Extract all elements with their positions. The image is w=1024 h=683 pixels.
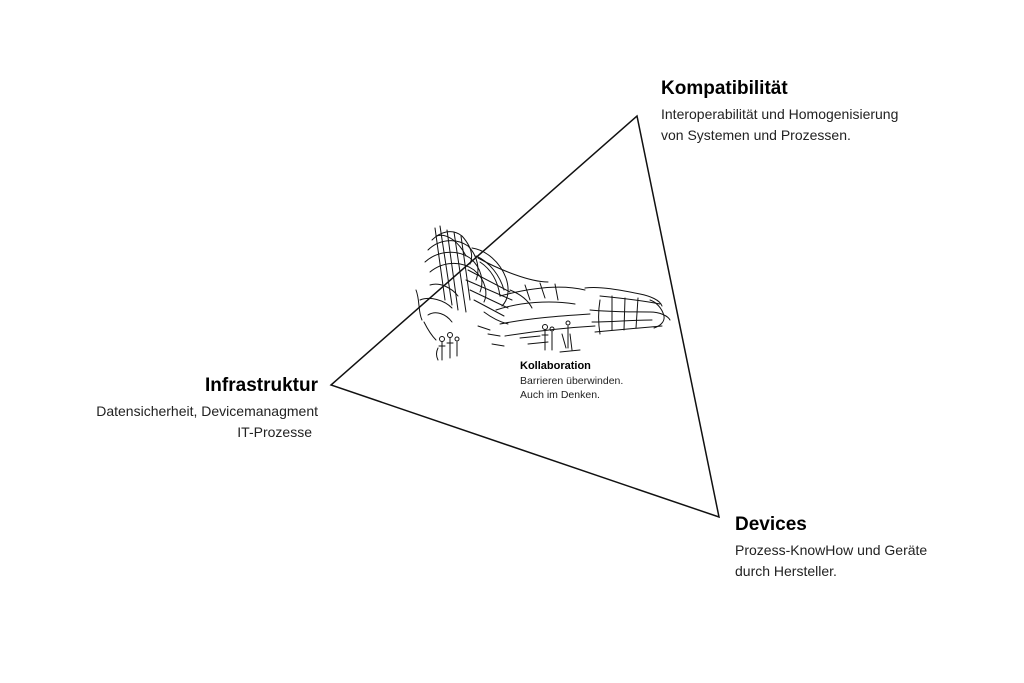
center-label-kollaboration: Kollaboration Barrieren überwinden. Auch… — [520, 360, 623, 402]
kompatibilitaet-title: Kompatibilität — [661, 78, 788, 99]
triangle-outline — [329, 114, 720, 519]
kollaboration-title: Kollaboration — [520, 360, 591, 372]
devices-description-line-1: Prozess-KnowHow und Geräte — [735, 542, 928, 558]
infrastruktur-title: Infrastruktur — [205, 375, 318, 396]
vertex-label-kompatibilitaet: Kompatibilität Interoperabilität und Hom… — [661, 77, 898, 146]
infrastruktur-description-line-1: Datensicherheit, Devicemanagment — [96, 403, 318, 419]
infrastruktur-description-line-2: IT-Prozesse — [237, 424, 312, 440]
kompatibilitaet-description-line-1: Interoperabilität und Homogenisierung — [661, 106, 899, 122]
kompatibilitaet-description-line-2: von Systemen und Prozessen. — [661, 127, 851, 143]
devices-title: Devices — [735, 514, 807, 535]
collaboration-sketch — [415, 225, 671, 361]
kollaboration-description-line-2: Auch im Denken. — [520, 389, 600, 401]
devices-description-line-2: durch Hersteller. — [735, 563, 837, 579]
vertex-label-infrastruktur: Infrastruktur Datensicherheit, Deviceman… — [60, 374, 318, 443]
vertex-label-devices: Devices Prozess-KnowHow und Geräte durch… — [735, 513, 927, 582]
kollaboration-description-line-1: Barrieren überwinden. — [520, 375, 624, 387]
